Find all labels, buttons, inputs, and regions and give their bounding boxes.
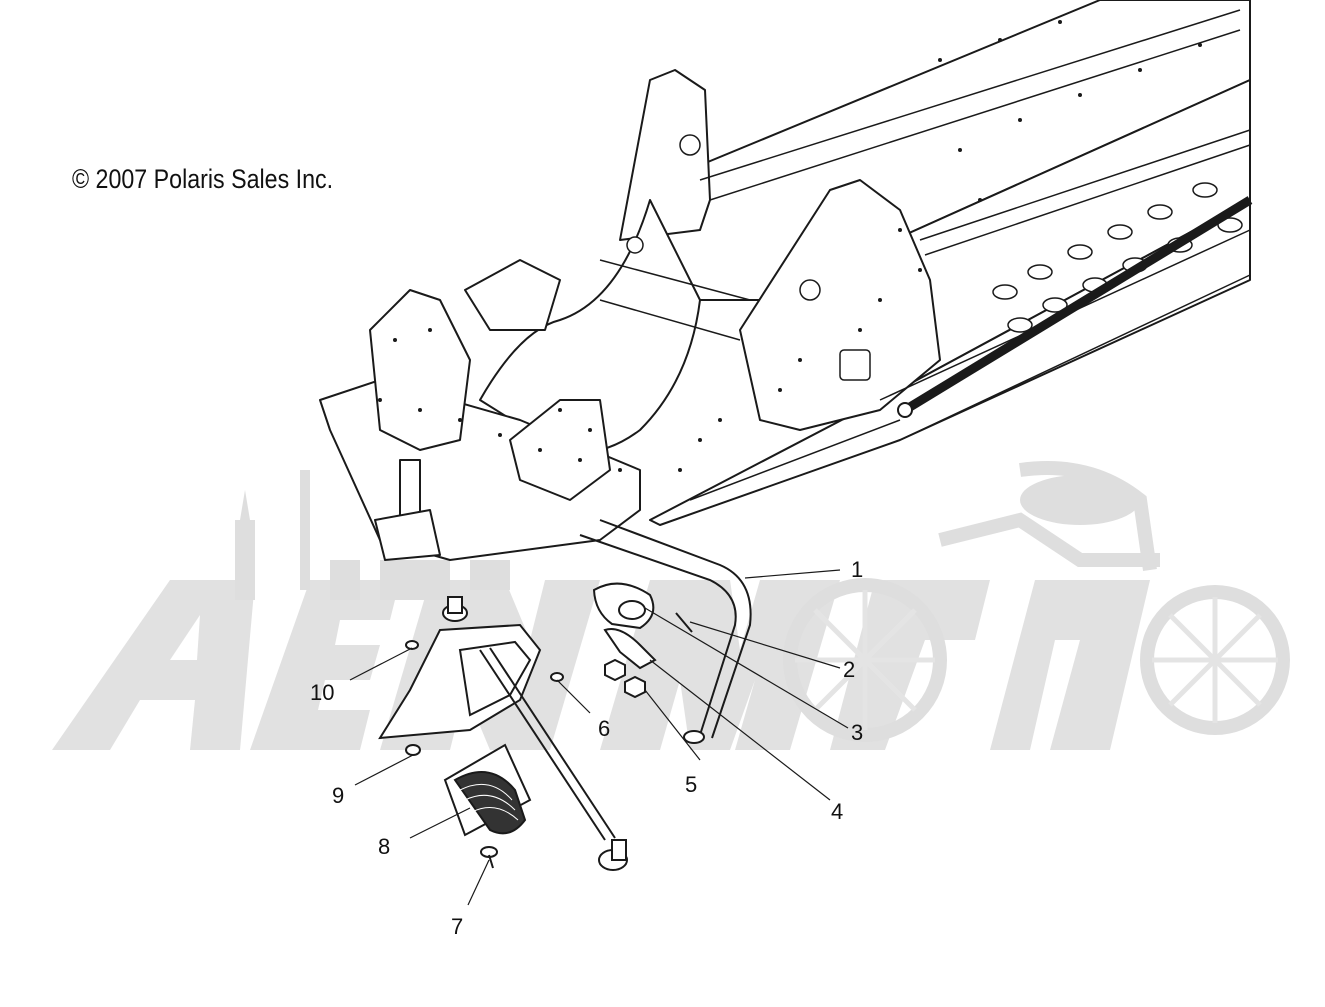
rear-bracket-left	[619, 69, 711, 241]
part-1-tube	[579, 519, 752, 744]
part-6-bracket	[378, 596, 628, 871]
callout-7: 7	[451, 914, 463, 939]
part-3-clamp	[592, 582, 655, 630]
callout-8: 8	[378, 834, 390, 859]
watermark-motorcycle-spokes	[795, 590, 1278, 730]
part-4-clamp	[603, 628, 657, 670]
front-plate	[464, 259, 561, 331]
part-9-bolt	[405, 744, 421, 756]
callout-10: 10	[310, 680, 334, 705]
part-7-fastener	[480, 846, 498, 869]
callout-3: 3	[851, 720, 863, 745]
front-bulkhead-upper	[369, 289, 471, 451]
part-2-pin	[675, 612, 693, 633]
callout-1: 1	[851, 557, 863, 582]
tunnel-rail-tube	[897, 196, 1253, 418]
callout-5: 5	[685, 772, 697, 797]
front-mount-center	[509, 399, 611, 501]
callout-labels: 1 2 3 4 5 6 7 8 9 10	[310, 557, 863, 939]
part-10-bolt	[405, 640, 564, 682]
part-5-nuts	[604, 658, 646, 699]
callout-2: 2	[843, 657, 855, 682]
callout-6: 6	[598, 716, 610, 741]
cab-foot	[374, 509, 441, 561]
rear-bracket-right	[739, 179, 941, 431]
leader-lines	[349, 569, 849, 906]
part-8-boot	[443, 743, 532, 837]
callout-4: 4	[831, 799, 843, 824]
copyright-notice: © 2007 Polaris Sales Inc.	[72, 164, 334, 194]
chassis-rivets	[378, 20, 1202, 472]
callout-9: 9	[332, 783, 344, 808]
